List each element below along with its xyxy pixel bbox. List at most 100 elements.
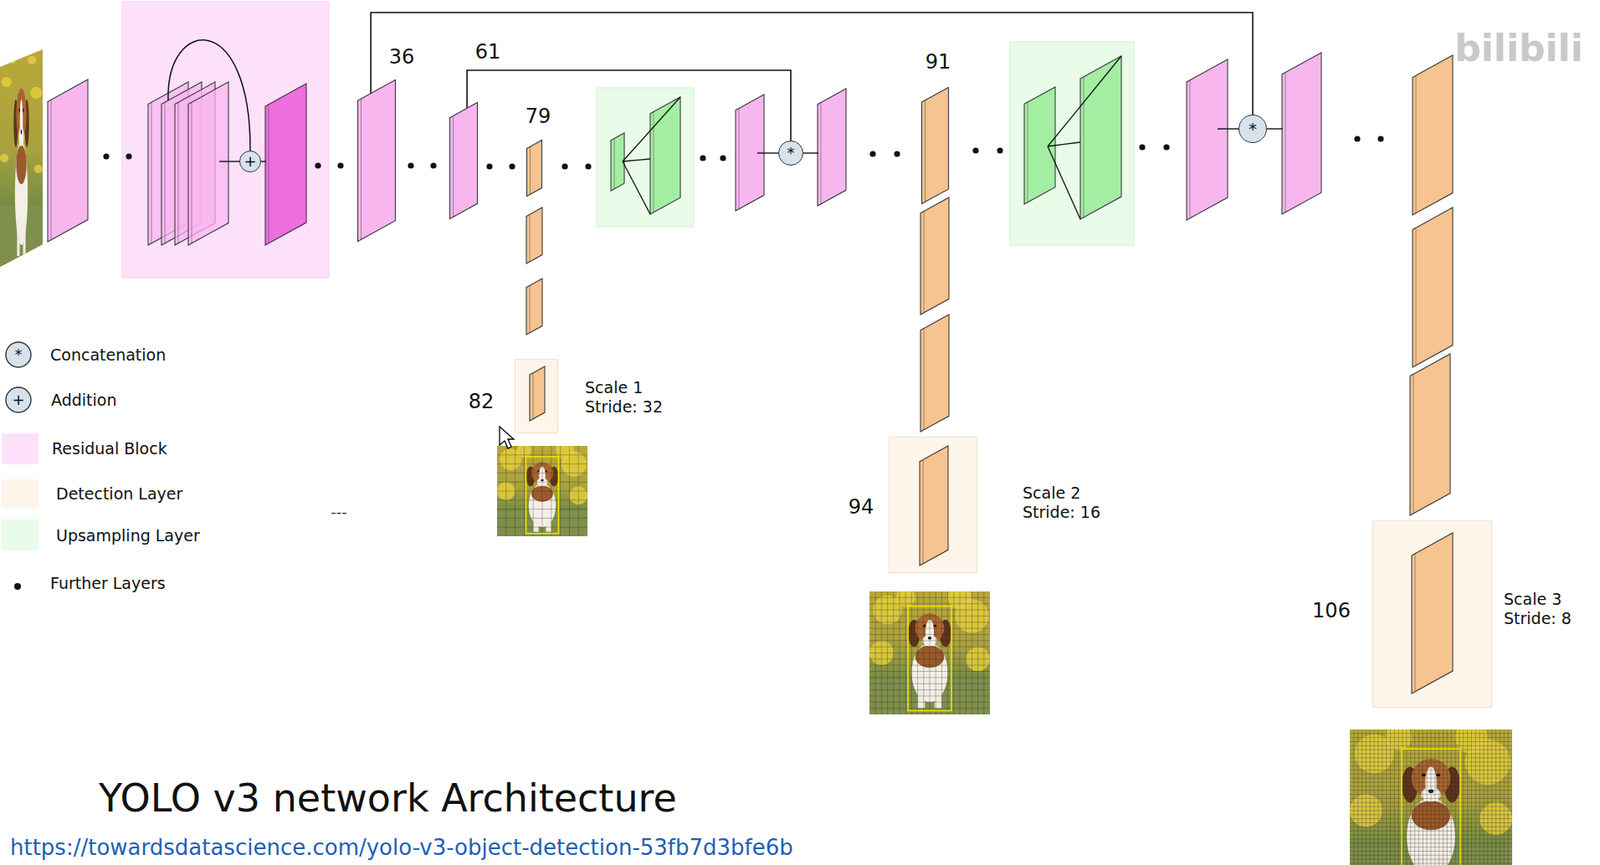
slab-edge xyxy=(164,102,166,244)
bounding-box xyxy=(526,456,559,534)
upsampling-band xyxy=(596,87,694,227)
grid-line xyxy=(1405,729,1407,865)
slab-edge xyxy=(923,211,925,313)
text-holder: Further Layers xyxy=(50,574,166,594)
legend-symbol: + xyxy=(11,392,25,408)
layer-slab xyxy=(358,80,396,242)
text-holder: Concatenation xyxy=(50,345,166,365)
grid-line xyxy=(1442,729,1444,865)
title: YOLO v3 network Architecture xyxy=(98,775,677,822)
source-url: https://towardsdatascience.com/yolo-v3-o… xyxy=(10,835,794,862)
residual-band xyxy=(122,1,329,278)
detection-layer: 82Scale 1 Stride: 32 xyxy=(514,358,559,434)
further-layer-dot xyxy=(1377,135,1384,142)
bounding-box xyxy=(1401,748,1461,865)
layer-slab xyxy=(526,207,543,264)
dog-eye xyxy=(545,470,549,472)
grid-line xyxy=(1491,729,1493,865)
layer-slab xyxy=(920,197,949,315)
further-layer-dot xyxy=(337,162,344,169)
dog-eye xyxy=(22,107,24,113)
dog-eye xyxy=(537,470,540,472)
legend-operator-circle xyxy=(5,342,31,368)
grid-line xyxy=(1418,729,1420,865)
slab-edge xyxy=(1415,553,1416,693)
legend-label: Detection Layer xyxy=(56,484,183,504)
layer-block: 91 xyxy=(921,87,949,205)
layer-slab xyxy=(188,82,229,246)
further-layer-dot xyxy=(1353,135,1360,142)
layer-shape xyxy=(449,102,478,220)
slab-edge xyxy=(268,104,270,244)
dog-eye xyxy=(1435,773,1441,777)
layer-slab xyxy=(265,83,307,246)
grid-line xyxy=(1434,729,1436,865)
dog-patch xyxy=(15,144,26,185)
layer-number: 94 xyxy=(848,495,875,520)
flower-blob xyxy=(27,56,36,65)
slab-edge xyxy=(738,108,740,210)
dog-photo xyxy=(869,591,990,715)
grid-line xyxy=(497,499,588,501)
further-layer-dot xyxy=(102,153,109,159)
layer-slab xyxy=(919,446,949,566)
further-layer-dot xyxy=(719,154,726,161)
text-holder: bilibili xyxy=(1454,30,1583,67)
layer-number: 61 xyxy=(475,40,502,65)
slab-edge xyxy=(529,214,531,262)
grid-line xyxy=(1483,729,1485,865)
grid-line xyxy=(550,446,552,537)
flow-wire xyxy=(1217,128,1239,129)
layer-block: 36 xyxy=(357,79,396,242)
grid-line xyxy=(1462,729,1464,865)
note-dashes: --- xyxy=(330,504,348,520)
grid-line xyxy=(1487,729,1488,865)
slab-edge xyxy=(529,285,531,334)
grid-line xyxy=(1507,729,1509,865)
upsample-line xyxy=(1047,146,1081,220)
further-layer-dot xyxy=(407,162,414,169)
dog-nose xyxy=(20,129,23,135)
legend-label: Upsampling Layer xyxy=(56,526,200,546)
upsample-line xyxy=(622,158,651,162)
further-layer-dot xyxy=(508,163,515,170)
text-holder: 94 xyxy=(848,495,875,520)
photo-ground xyxy=(0,49,43,267)
grid-line xyxy=(1475,729,1477,865)
layer-slab xyxy=(922,87,949,205)
legend-swatch xyxy=(1,433,39,465)
text-holder: 91 xyxy=(925,50,952,75)
layer-slab xyxy=(1411,533,1453,694)
further-layer-dot xyxy=(972,147,979,154)
grid-line xyxy=(1479,729,1481,865)
layer-slab xyxy=(1282,52,1322,215)
slab-edge xyxy=(924,100,926,202)
skip-connection xyxy=(466,70,791,141)
grid-line xyxy=(1446,729,1448,865)
grid-line xyxy=(1455,729,1457,865)
grid-line xyxy=(1422,729,1424,865)
slab-edge xyxy=(1083,76,1085,218)
slab-edge xyxy=(360,98,362,240)
skip-connection xyxy=(370,12,1253,115)
flower-blob xyxy=(30,87,42,99)
grid-line xyxy=(983,591,985,715)
text-holder: YOLO v3 network Architecture xyxy=(98,775,677,822)
flower-blob xyxy=(9,56,16,64)
dog-eye xyxy=(933,625,937,628)
further-layer-dot xyxy=(1138,143,1145,150)
slab-edge xyxy=(614,138,616,190)
grid-line xyxy=(578,446,580,537)
photo-ground xyxy=(1349,729,1513,865)
legend-label: Addition xyxy=(51,390,117,411)
flow-wire xyxy=(219,160,240,162)
layer-slab xyxy=(817,88,847,206)
grid-line xyxy=(869,695,990,697)
text-holder: Scale 1 Stride: 32 xyxy=(584,378,682,417)
grid-line xyxy=(497,517,588,519)
flow-wire xyxy=(757,152,779,154)
further-layer-dot xyxy=(486,163,493,170)
slab-edge xyxy=(529,146,531,195)
